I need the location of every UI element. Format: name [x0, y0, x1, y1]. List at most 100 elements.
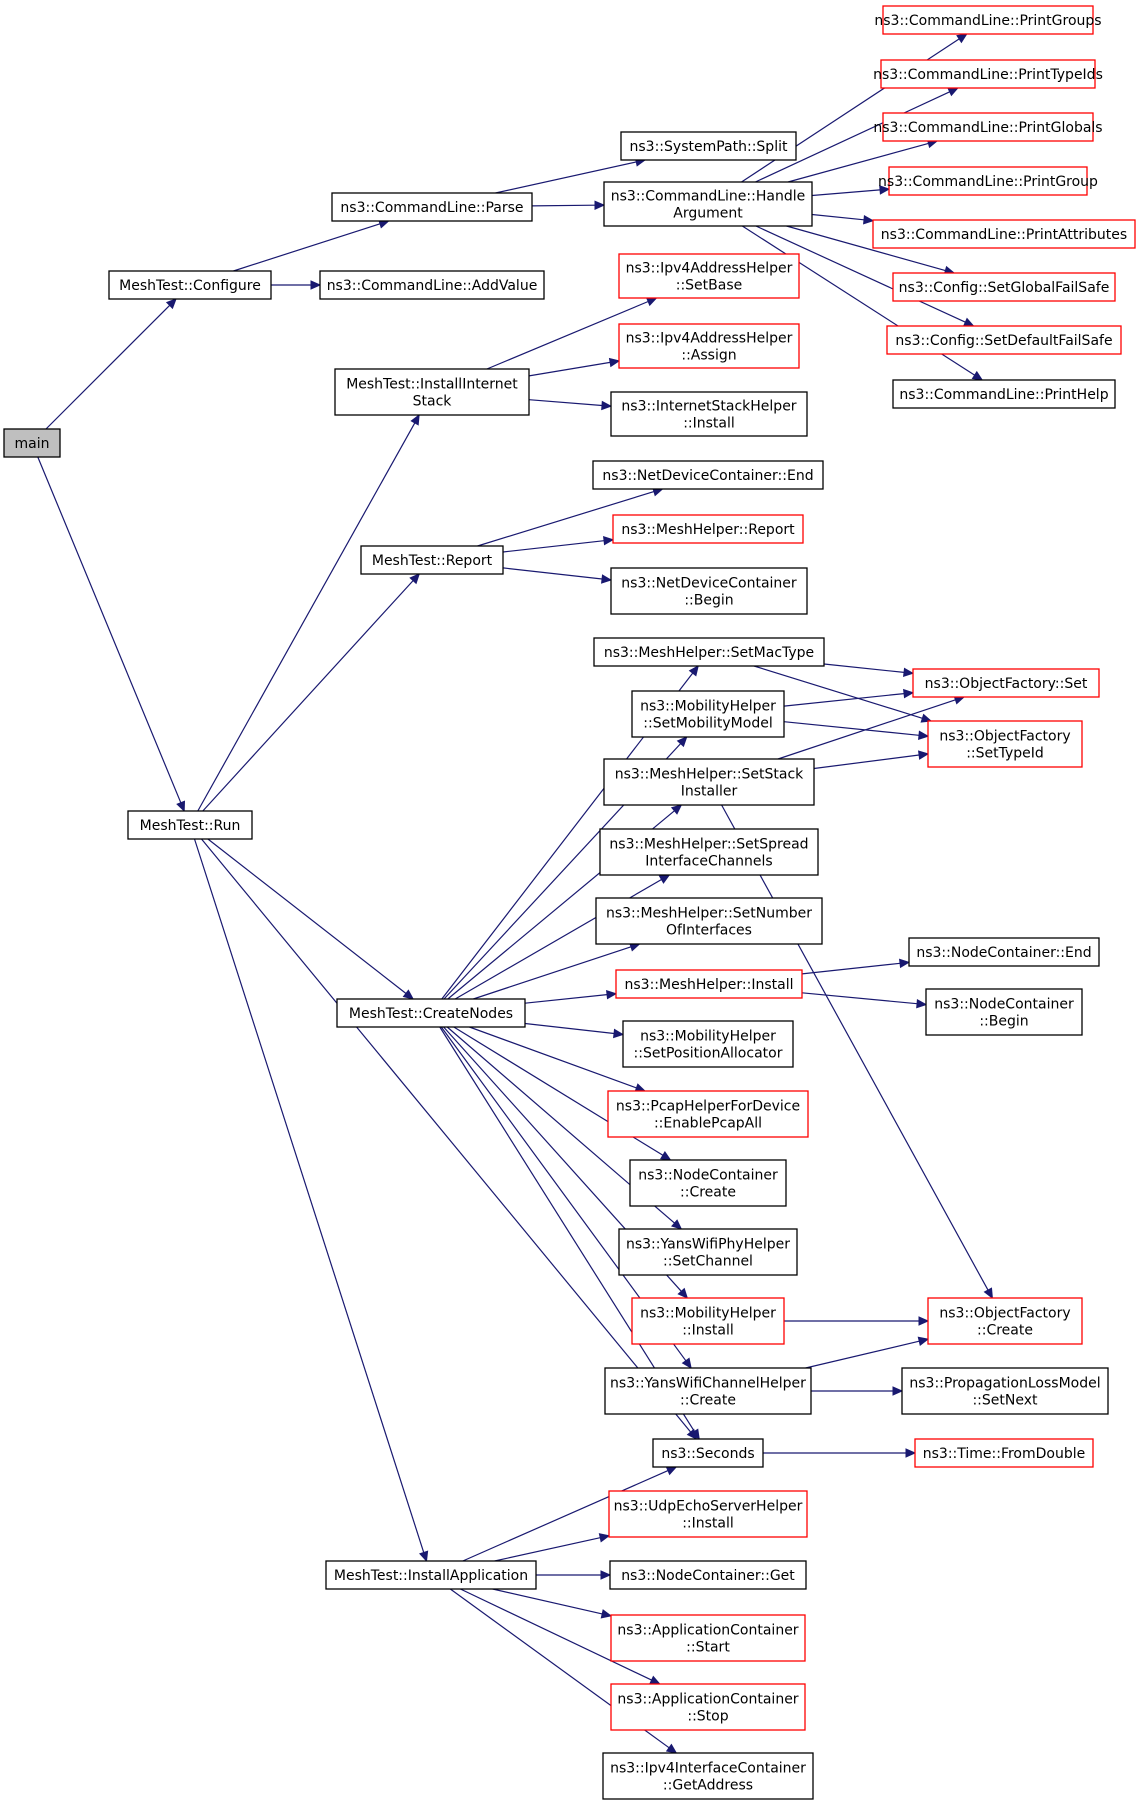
node-box[interactable]	[334, 368, 530, 416]
node-box[interactable]	[618, 1228, 798, 1276]
node-box[interactable]	[908, 937, 1100, 967]
node-box[interactable]	[607, 1090, 809, 1138]
node-box[interactable]	[892, 379, 1116, 409]
node-box[interactable]	[127, 810, 253, 840]
node-box[interactable]	[599, 828, 819, 876]
node-box[interactable]	[892, 272, 1116, 302]
node-ncend[interactable]: ns3::NodeContainer::End	[908, 937, 1100, 967]
node-box[interactable]	[618, 323, 800, 369]
node-printattributes[interactable]: ns3::CommandLine::PrintAttributes	[872, 219, 1136, 249]
node-pcap[interactable]: ns3::PcapHelperForDevice::EnablePcapAll	[607, 1090, 809, 1138]
node-run[interactable]: MeshTest::Run	[127, 810, 253, 840]
node-setposalloc[interactable]: ns3::MobilityHelper::SetPositionAllocato…	[622, 1020, 794, 1068]
node-box[interactable]	[882, 112, 1094, 142]
node-box[interactable]	[620, 131, 797, 161]
node-printhelp[interactable]: ns3::CommandLine::PrintHelp	[892, 379, 1116, 409]
node-internetinstall[interactable]: ns3::InternetStackHelper::Install	[610, 391, 808, 437]
node-box[interactable]	[331, 192, 533, 222]
node-getaddress[interactable]: ns3::Ipv4InterfaceContainer::GetAddress	[602, 1752, 814, 1800]
node-ofsettypeid[interactable]: ns3::ObjectFactory::SetTypeId	[927, 720, 1083, 768]
node-box[interactable]	[882, 5, 1094, 35]
node-ndcbegin[interactable]: ns3::NetDeviceContainer::Begin	[610, 567, 808, 615]
node-addvalue[interactable]: ns3::CommandLine::AddValue	[319, 270, 545, 300]
node-box[interactable]	[886, 325, 1122, 355]
node-setmactype[interactable]: ns3::MeshHelper::SetMacType	[593, 637, 825, 667]
node-propnext[interactable]: ns3::PropagationLossModel::SetNext	[901, 1367, 1109, 1415]
node-box[interactable]	[631, 690, 785, 738]
node-printgroups[interactable]: ns3::CommandLine::PrintGroups	[874, 5, 1102, 35]
node-split[interactable]: ns3::SystemPath::Split	[620, 131, 797, 161]
node-ipv4assign[interactable]: ns3::Ipv4AddressHelper::Assign	[618, 323, 800, 369]
node-nccreate[interactable]: ns3::NodeContainer::Create	[629, 1159, 787, 1207]
node-box[interactable]	[360, 545, 504, 575]
node-box[interactable]	[888, 166, 1088, 196]
node-box[interactable]	[319, 270, 545, 300]
node-box[interactable]	[610, 1683, 806, 1731]
node-setspread[interactable]: ns3::MeshHelper::SetSpreadInterfaceChann…	[599, 828, 819, 876]
node-seconds[interactable]: ns3::Seconds	[652, 1438, 764, 1468]
node-mobinstall[interactable]: ns3::MobilityHelper::Install	[631, 1297, 785, 1345]
node-box[interactable]	[872, 219, 1136, 249]
node-ofset[interactable]: ns3::ObjectFactory::Set	[912, 668, 1100, 698]
node-box[interactable]	[927, 720, 1083, 768]
node-ncget[interactable]: ns3::NodeContainer::Get	[609, 1560, 807, 1590]
node-box[interactable]	[610, 391, 808, 437]
node-box[interactable]	[592, 460, 824, 490]
node-box[interactable]	[618, 253, 800, 299]
node-createnodes[interactable]: MeshTest::CreateNodes	[336, 998, 526, 1028]
node-box[interactable]	[609, 1560, 807, 1590]
node-printgroup[interactable]: ns3::CommandLine::PrintGroup	[878, 166, 1098, 196]
node-box[interactable]	[925, 988, 1083, 1036]
node-box[interactable]	[608, 1490, 808, 1538]
node-udpinstall[interactable]: ns3::UdpEchoServerHelper::Install	[608, 1490, 808, 1538]
node-box[interactable]	[912, 668, 1100, 698]
node-box[interactable]	[604, 1367, 812, 1415]
node-setmobility[interactable]: ns3::MobilityHelper::SetMobilityModel	[631, 690, 785, 738]
node-box[interactable]	[336, 998, 526, 1028]
node-box[interactable]	[602, 1752, 814, 1800]
node-ipv4setbase[interactable]: ns3::Ipv4AddressHelper::SetBase	[618, 253, 800, 299]
node-ndcend[interactable]: ns3::NetDeviceContainer::End	[592, 460, 824, 490]
node-appstop[interactable]: ns3::ApplicationContainer::Stop	[610, 1683, 806, 1731]
node-box[interactable]	[622, 1020, 794, 1068]
node-yanschan[interactable]: ns3::YansWifiChannelHelper::Create	[604, 1367, 812, 1415]
node-ncbegin[interactable]: ns3::NodeContainer::Begin	[925, 988, 1083, 1036]
node-box[interactable]	[603, 181, 813, 227]
node-box[interactable]	[914, 1438, 1094, 1468]
node-box[interactable]	[615, 969, 803, 999]
node-appstart[interactable]: ns3::ApplicationContainer::Start	[610, 1614, 806, 1662]
node-report[interactable]: MeshTest::Report	[360, 545, 504, 575]
node-setdefaultfailsafe[interactable]: ns3::Config::SetDefaultFailSafe	[886, 325, 1122, 355]
node-printglobals[interactable]: ns3::CommandLine::PrintGlobals	[873, 112, 1103, 142]
node-box[interactable]	[629, 1159, 787, 1207]
node-main[interactable]: main	[3, 428, 61, 458]
node-box[interactable]	[610, 567, 808, 615]
node-ofcreate[interactable]: ns3::ObjectFactory::Create	[927, 1297, 1083, 1345]
node-yansphy[interactable]: ns3::YansWifiPhyHelper::SetChannel	[618, 1228, 798, 1276]
node-box[interactable]	[901, 1367, 1109, 1415]
node-fromdouble[interactable]: ns3::Time::FromDouble	[914, 1438, 1094, 1468]
node-box[interactable]	[595, 897, 823, 945]
node-box[interactable]	[927, 1297, 1083, 1345]
node-box[interactable]	[880, 59, 1096, 89]
node-box[interactable]	[108, 270, 272, 300]
node-meshreport[interactable]: ns3::MeshHelper::Report	[612, 514, 804, 544]
node-box[interactable]	[631, 1297, 785, 1345]
node-meshinstall[interactable]: ns3::MeshHelper::Install	[615, 969, 803, 999]
node-box[interactable]	[3, 428, 61, 458]
node-printtypeids[interactable]: ns3::CommandLine::PrintTypeIds	[873, 59, 1103, 89]
node-box[interactable]	[325, 1560, 537, 1590]
node-setglobalfailsafe[interactable]: ns3::Config::SetGlobalFailSafe	[892, 272, 1116, 302]
node-box[interactable]	[603, 758, 815, 806]
node-box[interactable]	[612, 514, 804, 544]
node-box[interactable]	[593, 637, 825, 667]
node-box[interactable]	[610, 1614, 806, 1662]
node-configure[interactable]: MeshTest::Configure	[108, 270, 272, 300]
node-box[interactable]	[652, 1438, 764, 1468]
node-parse[interactable]: ns3::CommandLine::Parse	[331, 192, 533, 222]
node-installapp[interactable]: MeshTest::InstallApplication	[325, 1560, 537, 1590]
